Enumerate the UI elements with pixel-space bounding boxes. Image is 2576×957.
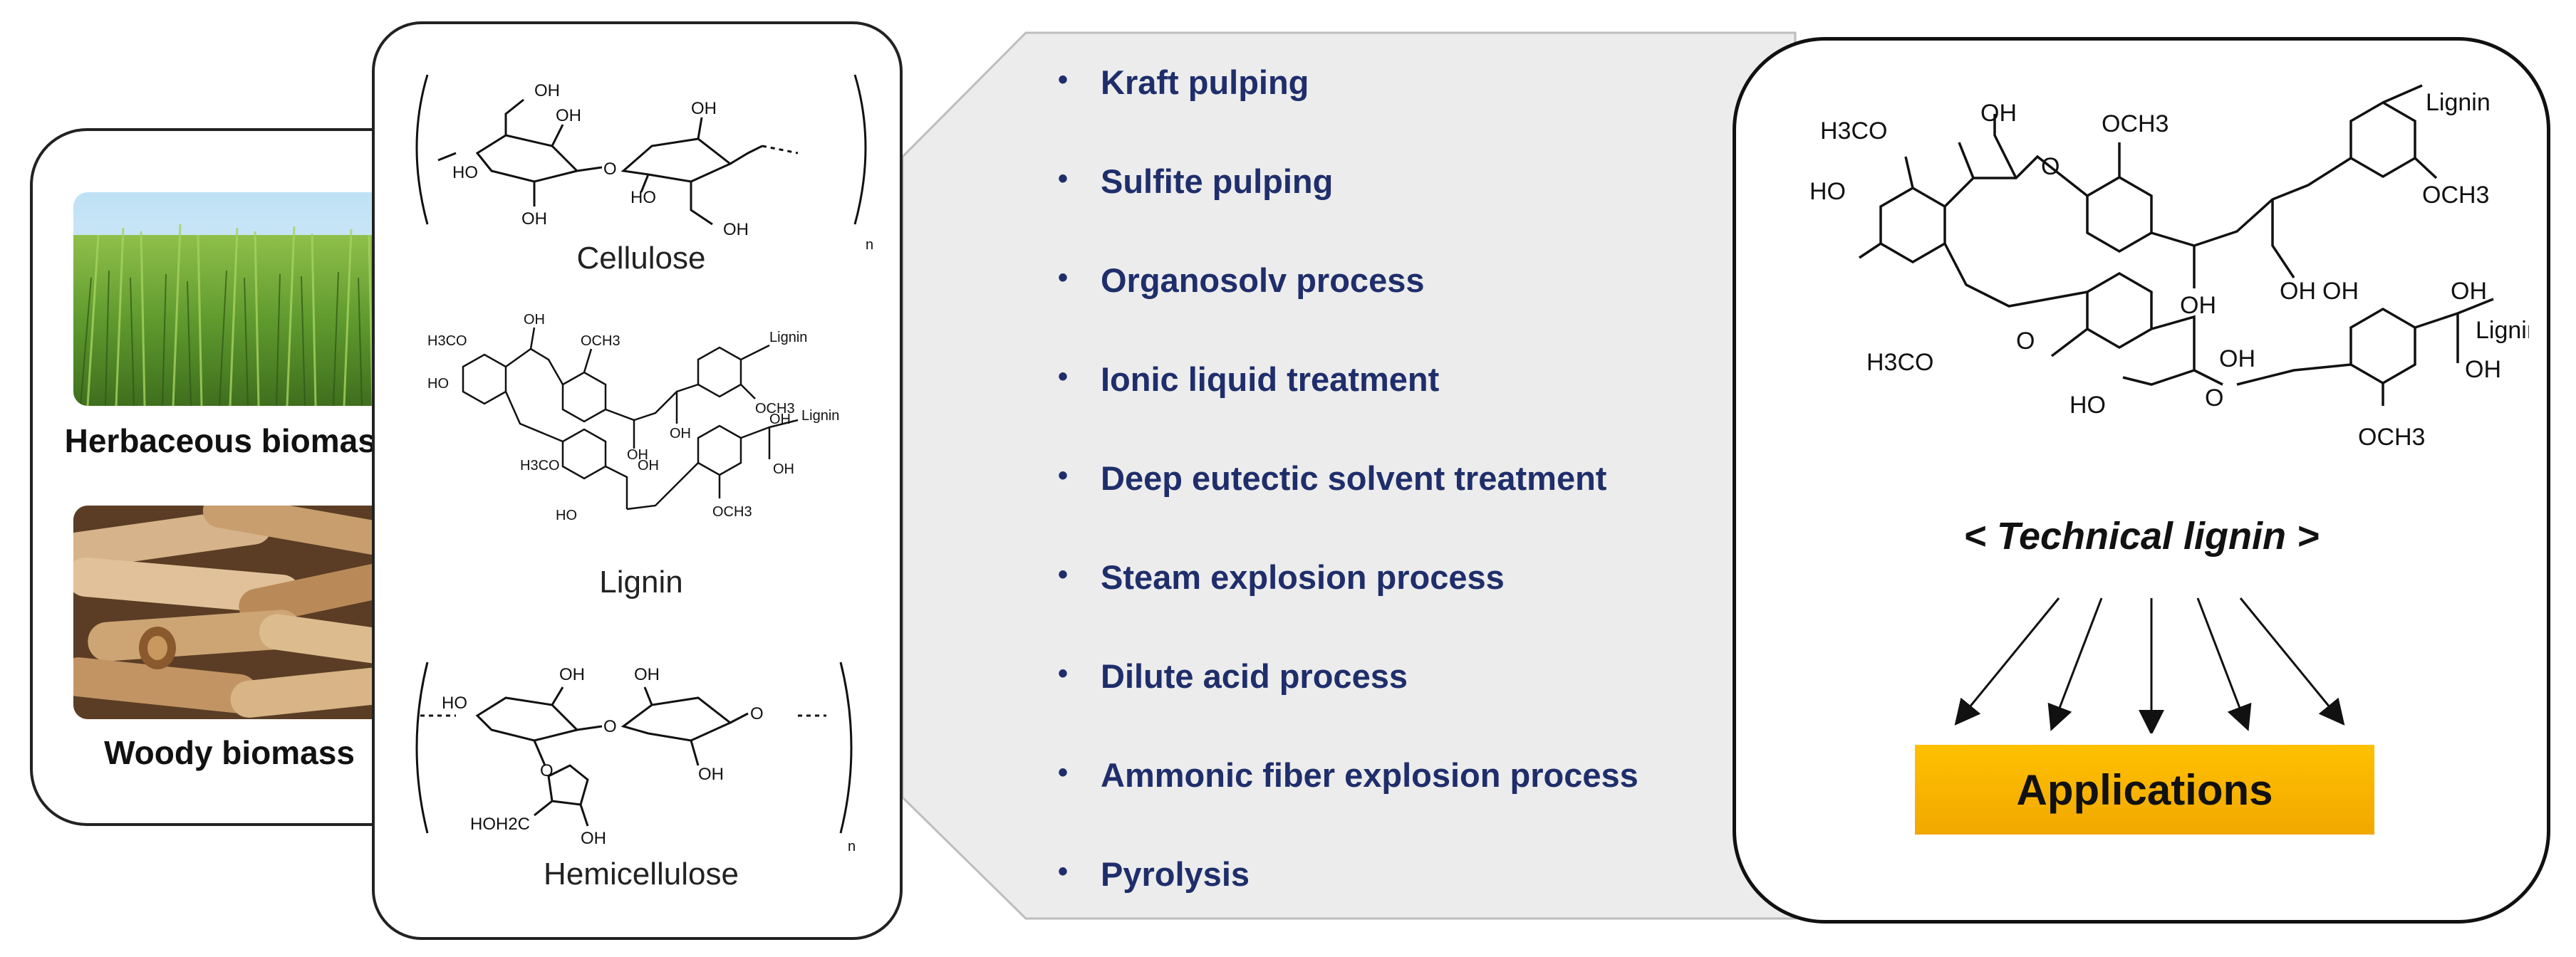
cellulose-oh-label: OH bbox=[521, 209, 547, 229]
cellulose-oh-label: OH bbox=[723, 220, 749, 239]
process-label: Ionic liquid treatment bbox=[1101, 360, 1440, 398]
tech-h3co-label: H3CO bbox=[1866, 349, 1933, 376]
process-item-ionic-liquid: •Ionic liquid treatment bbox=[1058, 360, 1440, 398]
process-label: Deep eutectic solvent treatment bbox=[1101, 459, 1607, 497]
process-item-deep-eutectic: •Deep eutectic solvent treatment bbox=[1058, 459, 1607, 497]
cellulose-n-label: n bbox=[866, 237, 873, 253]
arrow-4 bbox=[2196, 597, 2252, 731]
tech-och3-label: OCH3 bbox=[2422, 182, 2489, 209]
cellulose-structure: OH HO OH OH O HO OH OH n bbox=[415, 74, 873, 253]
cellulose-oh-label: OH bbox=[534, 81, 560, 100]
woody-biomass-photo bbox=[73, 506, 392, 719]
hemicellulose-oh: OH bbox=[559, 665, 585, 684]
lignin-small-oh: OH bbox=[638, 458, 659, 474]
process-label: Organosolv process bbox=[1101, 261, 1425, 299]
lignin-label: Lignin bbox=[599, 565, 683, 600]
process-label: Sulfite pulping bbox=[1101, 162, 1334, 200]
process-item-kraft: •Kraft pulping bbox=[1058, 63, 1309, 101]
herbaceous-biomass-label: Herbaceous biomass bbox=[64, 422, 395, 459]
lignin-small-oh: OH bbox=[524, 312, 545, 328]
svg-text:O: O bbox=[2205, 385, 2223, 412]
herbaceous-biomass-photo bbox=[73, 192, 392, 406]
svg-text:O: O bbox=[2016, 328, 2035, 355]
cellulose-ho-label: HO bbox=[630, 188, 656, 207]
lignin-small-h3co: H3CO bbox=[427, 333, 467, 349]
process-item-sulfite: •Sulfite pulping bbox=[1058, 162, 1334, 200]
svg-text:O: O bbox=[2041, 153, 2060, 180]
process-label: Dilute acid process bbox=[1101, 657, 1408, 695]
cellulose-label: Cellulose bbox=[576, 241, 706, 276]
arrow-5 bbox=[2239, 597, 2345, 726]
process-item-pyrolysis: •Pyrolysis bbox=[1058, 855, 1250, 893]
svg-text:O: O bbox=[750, 704, 764, 723]
lignin-small-oh: OH bbox=[670, 426, 691, 441]
technical-lignin-title: < Technical lignin > bbox=[1963, 515, 2320, 558]
tech-oh-label: OH bbox=[2465, 356, 2501, 383]
lignin-small-ho: HO bbox=[556, 508, 577, 523]
tech-oh-label: OH bbox=[2180, 292, 2216, 319]
arrow-1 bbox=[1954, 597, 2060, 726]
hemicellulose-ho: HO bbox=[442, 694, 467, 713]
pretreatment-process-list: •Kraft pulping •Sulfite pulping •Organos… bbox=[1058, 63, 1638, 953]
woody-biomass-label: Woody biomass bbox=[104, 734, 355, 771]
tech-lignin-label: Lignin bbox=[2476, 317, 2529, 344]
hemicellulose-n: n bbox=[848, 839, 856, 854]
hemicellulose-hoh2c: HOH2C bbox=[470, 815, 530, 834]
application-arrows bbox=[1954, 597, 2345, 733]
lignin-small-oh: OH bbox=[769, 412, 791, 427]
lignin-small-lignin: Lignin bbox=[769, 330, 807, 345]
lignin-small-oh: OH bbox=[773, 461, 794, 477]
tech-oh-label: OH bbox=[2322, 278, 2359, 305]
arrow-2 bbox=[2047, 597, 2103, 731]
process-label: Kraft pulping bbox=[1101, 63, 1309, 101]
process-label: Steam explosion process bbox=[1101, 558, 1505, 596]
hemicellulose-oh: OH bbox=[634, 665, 660, 684]
lignin-small-ho: HO bbox=[427, 376, 449, 392]
tech-lignin-label: Lignin bbox=[2426, 89, 2491, 116]
lignin-small-oh: OH bbox=[627, 447, 648, 463]
technical-lignin-structure: H3CO HO OH OCH3 Lignin OCH3 OH OH OH H3C… bbox=[1809, 84, 2529, 451]
hemicellulose-label: Hemicellulose bbox=[544, 857, 739, 891]
svg-text:O: O bbox=[603, 717, 617, 736]
tech-oh-label: OH bbox=[2219, 345, 2255, 372]
lignin-small-h3co: H3CO bbox=[520, 458, 560, 474]
hemicellulose-oh: OH bbox=[698, 765, 724, 784]
tech-och3-label: OCH3 bbox=[2102, 110, 2169, 137]
process-label: Pyrolysis bbox=[1101, 855, 1250, 893]
lignin-small-och3: OCH3 bbox=[755, 401, 795, 417]
lignin-small-lignin: Lignin bbox=[801, 408, 839, 424]
cellulose-ho-label: HO bbox=[452, 163, 478, 182]
tech-oh-label: OH bbox=[2280, 278, 2316, 305]
process-item-organosolv: •Organosolv process bbox=[1058, 261, 1425, 299]
process-item-ammonia-fiber: •Ammonic fiber explosion process bbox=[1058, 756, 1638, 794]
lignin-small-och3: OCH3 bbox=[581, 333, 620, 349]
polymer-structures-panel bbox=[372, 21, 903, 940]
lignin-small-och3: OCH3 bbox=[712, 504, 752, 520]
svg-text:O: O bbox=[540, 761, 554, 780]
tech-h3co-label: H3CO bbox=[1820, 117, 1887, 145]
hemicellulose-structure: HO OH O OH O OH O HOH2C OH n bbox=[415, 661, 856, 854]
hemicellulose-oh: OH bbox=[581, 829, 606, 848]
tech-oh-label: OH bbox=[2451, 278, 2487, 305]
cellulose-oh-label: OH bbox=[556, 106, 581, 125]
tech-ho-label: HO bbox=[2069, 392, 2106, 419]
tech-oh-label: OH bbox=[1980, 100, 2017, 127]
svg-text:O: O bbox=[603, 160, 617, 179]
applications-box[interactable]: Applications bbox=[1915, 745, 2374, 835]
tech-ho-label: HO bbox=[1809, 178, 1846, 205]
process-item-dilute-acid: •Dilute acid process bbox=[1058, 657, 1408, 695]
tech-och3-label: OCH3 bbox=[2358, 424, 2425, 451]
process-item-steam-explosion: •Steam explosion process bbox=[1058, 558, 1505, 596]
lignin-small-structure: H3CO HO OH OCH3 Lignin OCH3 OH OH H3CO O… bbox=[427, 312, 839, 523]
process-label: Ammonic fiber explosion process bbox=[1101, 756, 1638, 794]
cellulose-oh-label: OH bbox=[691, 99, 717, 118]
